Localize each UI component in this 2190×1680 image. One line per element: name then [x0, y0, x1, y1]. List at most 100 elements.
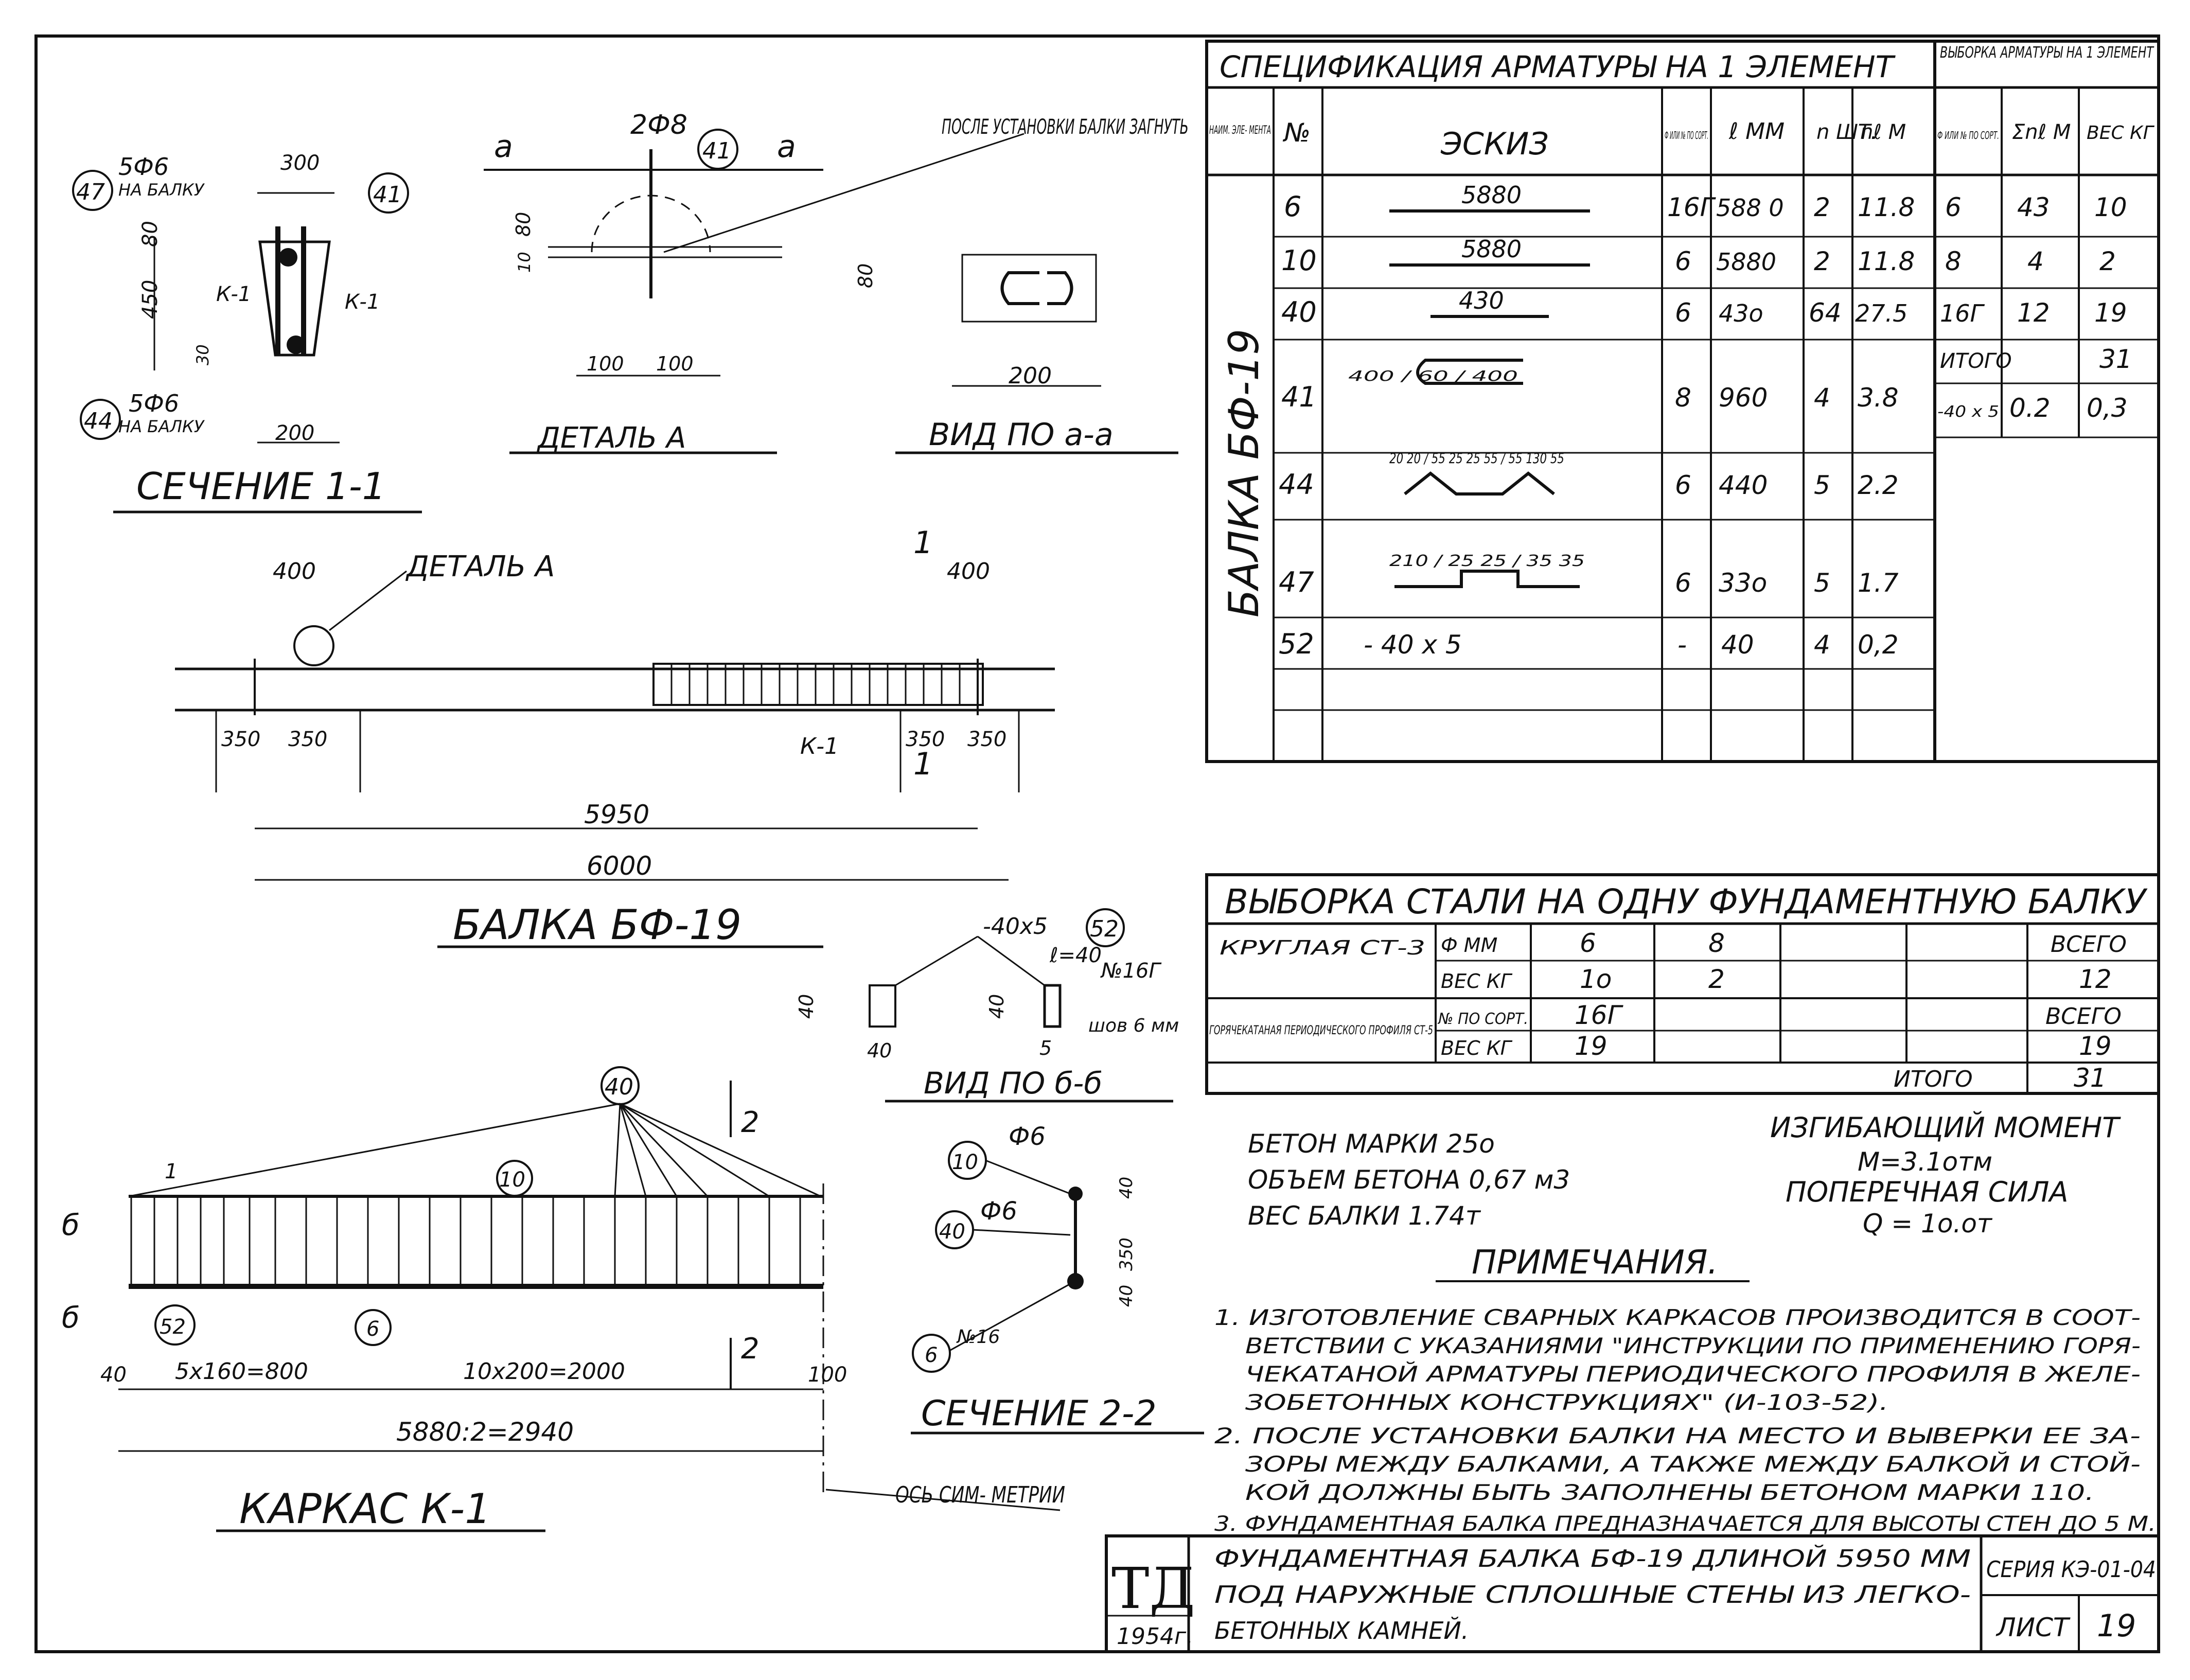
svg-text:40: 40: [867, 1039, 892, 1062]
svg-text:40: 40: [795, 994, 818, 1019]
section-2-2-title: СЕЧЕНИЕ 2-2: [921, 1393, 1157, 1434]
spec-row-10: 10 5880 6 5880 2 11.8: [1281, 235, 1915, 277]
svg-text:-40x5: -40x5: [983, 913, 1048, 940]
svg-text:6: 6: [1284, 190, 1301, 223]
svg-text:5Ф6: 5Ф6: [129, 390, 179, 417]
svg-text:52: 52: [1090, 916, 1119, 942]
steel-title: ВЫБОРКА СТАЛИ НА ОДНУ ФУНДАМЕНТНУЮ БАЛКУ: [1225, 882, 2148, 922]
svg-text:40: 40: [100, 1363, 127, 1387]
callout-6-frame: [355, 1309, 392, 1346]
svg-text:№16: №16: [956, 1327, 1000, 1348]
svg-text:5: 5: [1814, 470, 1830, 500]
sheet-label: ЛИСТ: [1995, 1613, 2071, 1642]
svg-text:8: 8: [1675, 383, 1691, 413]
svg-text:2: 2: [1708, 964, 1725, 994]
svg-text:1.7: 1.7: [1858, 568, 1899, 598]
svg-text:б: б: [62, 1209, 80, 1242]
view-a-a-title: ВИД ПО а-а: [929, 417, 1114, 453]
svg-text:а: а: [777, 129, 796, 165]
svg-text:100: 100: [808, 1363, 847, 1387]
beam-stirrups: [670, 664, 961, 705]
svg-text:400: 400: [947, 558, 990, 585]
svg-text:№16Г: №16Г: [1100, 959, 1162, 983]
svg-text:а: а: [494, 129, 513, 165]
view-b-b-title: ВИД ПО б-б: [924, 1066, 1102, 1101]
concrete-line-2: ОБЪЕМ БЕТОНА 0,67 м3: [1248, 1165, 1570, 1195]
svg-text:16Г: 16Г: [1667, 192, 1717, 222]
svg-text:27.5: 27.5: [1855, 299, 1908, 327]
svg-text:Ф6: Ф6: [1009, 1122, 1046, 1151]
header-name: НАИМ. ЭЛЕ- МЕНТА: [1209, 124, 1271, 137]
svg-text:80: 80: [512, 212, 535, 237]
note-line-7: КОЙ ДОЛЖНЫ БЫТЬ ЗАПОЛНЕНЫ БЕТОНОМ МАРКИ …: [1245, 1479, 2094, 1505]
sheet-number: 19: [2097, 1608, 2136, 1644]
note-line-2: ВЕТСТВИИ С УКАЗАНИЯМИ "ИНСТРУКЦИИ ПО ПРИ…: [1245, 1333, 2141, 1358]
section-1-1: 47 41 44 5Ф6 НА БАЛКУ 300 80 450 К-1 К-1…: [72, 151, 422, 514]
detail-a-title: ДЕТАЛЬ А: [536, 421, 686, 455]
svg-text:8: 8: [1945, 246, 1962, 276]
title-block: ТД 1954г. ФУНДАМЕНТНАЯ БАЛКА БФ-19 ДЛИНО…: [1105, 1534, 2160, 1653]
svg-text:2.2: 2.2: [1858, 470, 1899, 500]
svg-text:47: 47: [1279, 566, 1314, 598]
svg-text:41: 41: [1281, 381, 1317, 413]
spec-title: СПЕЦИФИКАЦИЯ АРМАТУРЫ НА 1 ЭЛЕМЕНТ: [1220, 49, 1896, 84]
note-line-6: ЗОРЫ МЕЖДУ БАЛКАМИ, А ТАКЖЕ МЕЖДУ БАЛКОЙ…: [1245, 1451, 2141, 1477]
header-sketch: ЭСКИЗ: [1440, 126, 1549, 162]
note-line-8: 3. ФУНДАМЕНТНАЯ БАЛКА ПРЕДНАЗНАЧАЕТСЯ ДЛ…: [1214, 1512, 2156, 1536]
svg-text:5Ф6: 5Ф6: [118, 153, 169, 181]
frame-k1-title: КАРКАС К-1: [239, 1485, 491, 1533]
svg-text:№ ПО СОРТ.: № ПО СОРТ.: [1437, 1010, 1528, 1028]
svg-text:19: 19: [1575, 1031, 1608, 1061]
svg-text:44: 44: [84, 408, 113, 434]
beam-title: БАЛКА БФ-19: [453, 901, 741, 949]
svg-text:-40 x 5: -40 x 5: [1937, 403, 1999, 421]
svg-text:52: 52: [160, 1315, 186, 1339]
callout-41: [368, 172, 409, 214]
svg-text:430: 430: [1459, 287, 1504, 314]
note-line-1: 1. ИЗГОТОВЛЕНИЕ СВАРНЫХ КАРКАСОВ ПРОИЗВО…: [1214, 1305, 2141, 1330]
svg-text:10: 10: [952, 1151, 978, 1174]
svg-text:6: 6: [1675, 298, 1691, 328]
svg-text:33о: 33о: [1719, 568, 1767, 598]
svg-text:0.2: 0.2: [2009, 393, 2051, 423]
note-line-5: 2. ПОСЛЕ УСТАНОВКИ БАЛКИ НА МЕСТО И ВЫВЕ…: [1214, 1423, 2141, 1448]
title-year: 1954г.: [1117, 1623, 1193, 1650]
svg-text:40: 40: [1116, 1285, 1137, 1307]
svg-text:Ф6: Ф6: [980, 1197, 1017, 1226]
spec-row-41: 41 400 / 60 / 400 8 960 4 3.8: [1281, 359, 1899, 413]
section-2-2: 10 40 6 Ф6 Ф6 №16 40 350 40 СЕЧЕНИЕ 2-2: [911, 1122, 1204, 1435]
note-line-3: ЧЕКАТАНОЙ АРМАТУРЫ ПЕРИОДИЧЕСКОГО ПРОФИЛ…: [1245, 1361, 2141, 1387]
header-l: ℓ ММ: [1728, 118, 1785, 145]
svg-text:40: 40: [605, 1074, 633, 1100]
svg-text:ВСЕГО: ВСЕГО: [2045, 1003, 2122, 1030]
svg-text:300: 300: [280, 151, 320, 175]
svg-text:16Г: 16Г: [1940, 299, 1985, 327]
svg-text:4: 4: [1814, 383, 1830, 413]
svg-text:11.8: 11.8: [1858, 192, 1915, 222]
svg-text:ИТОГО: ИТОГО: [1940, 349, 2012, 373]
svg-text:6: 6: [1945, 192, 1962, 222]
header-n: n ШТ.: [1816, 120, 1877, 144]
svg-text:5880:2=2940: 5880:2=2940: [396, 1417, 574, 1447]
svg-text:ВСЕГО: ВСЕГО: [2051, 931, 2127, 958]
svg-text:1о: 1о: [1580, 964, 1612, 994]
header-phi: Ф ИЛИ № ПО СОРТ.: [1665, 129, 1708, 142]
callout-52: [1086, 908, 1125, 947]
spec-side-title: ВЫБОРКА АРМАТУРЫ НА 1 ЭЛЕМЕНТ: [1940, 44, 2154, 62]
svg-text:6000: 6000: [587, 851, 652, 881]
svg-text:20 20 / 55 25 25 55 / 55 130 5: 20 20 / 55 25 25 55 / 55 130 55: [1389, 450, 1564, 467]
svg-text:40: 40: [1281, 296, 1317, 328]
spec-row-47: 47 210 / 25 25 / 35 35 6 33о 5 1.7: [1279, 552, 1899, 598]
svg-text:3.8: 3.8: [1858, 383, 1899, 413]
spec-row-6: 6 5880 16Г 588 0 2 11.8: [1284, 181, 1915, 223]
callout-52-frame: [154, 1304, 196, 1346]
svg-text:2: 2: [1814, 246, 1830, 276]
notes-title: ПРИМЕЧАНИЯ.: [1472, 1244, 1718, 1282]
svg-text:40: 40: [1721, 630, 1754, 660]
svg-text:5: 5: [1039, 1037, 1052, 1059]
spec-summary: 6 43 10 8 4 2 16Г 12 19 ИТОГО 31 -40 x 5…: [1937, 192, 2132, 423]
svg-text:960: 960: [1719, 383, 1768, 413]
svg-text:12: 12: [2017, 298, 2050, 328]
title-desc-3: БЕТОННЫХ КАМНЕЙ.: [1214, 1617, 1469, 1644]
spec-row-40: 40 430 6 43о 64 27.5: [1281, 287, 1908, 328]
